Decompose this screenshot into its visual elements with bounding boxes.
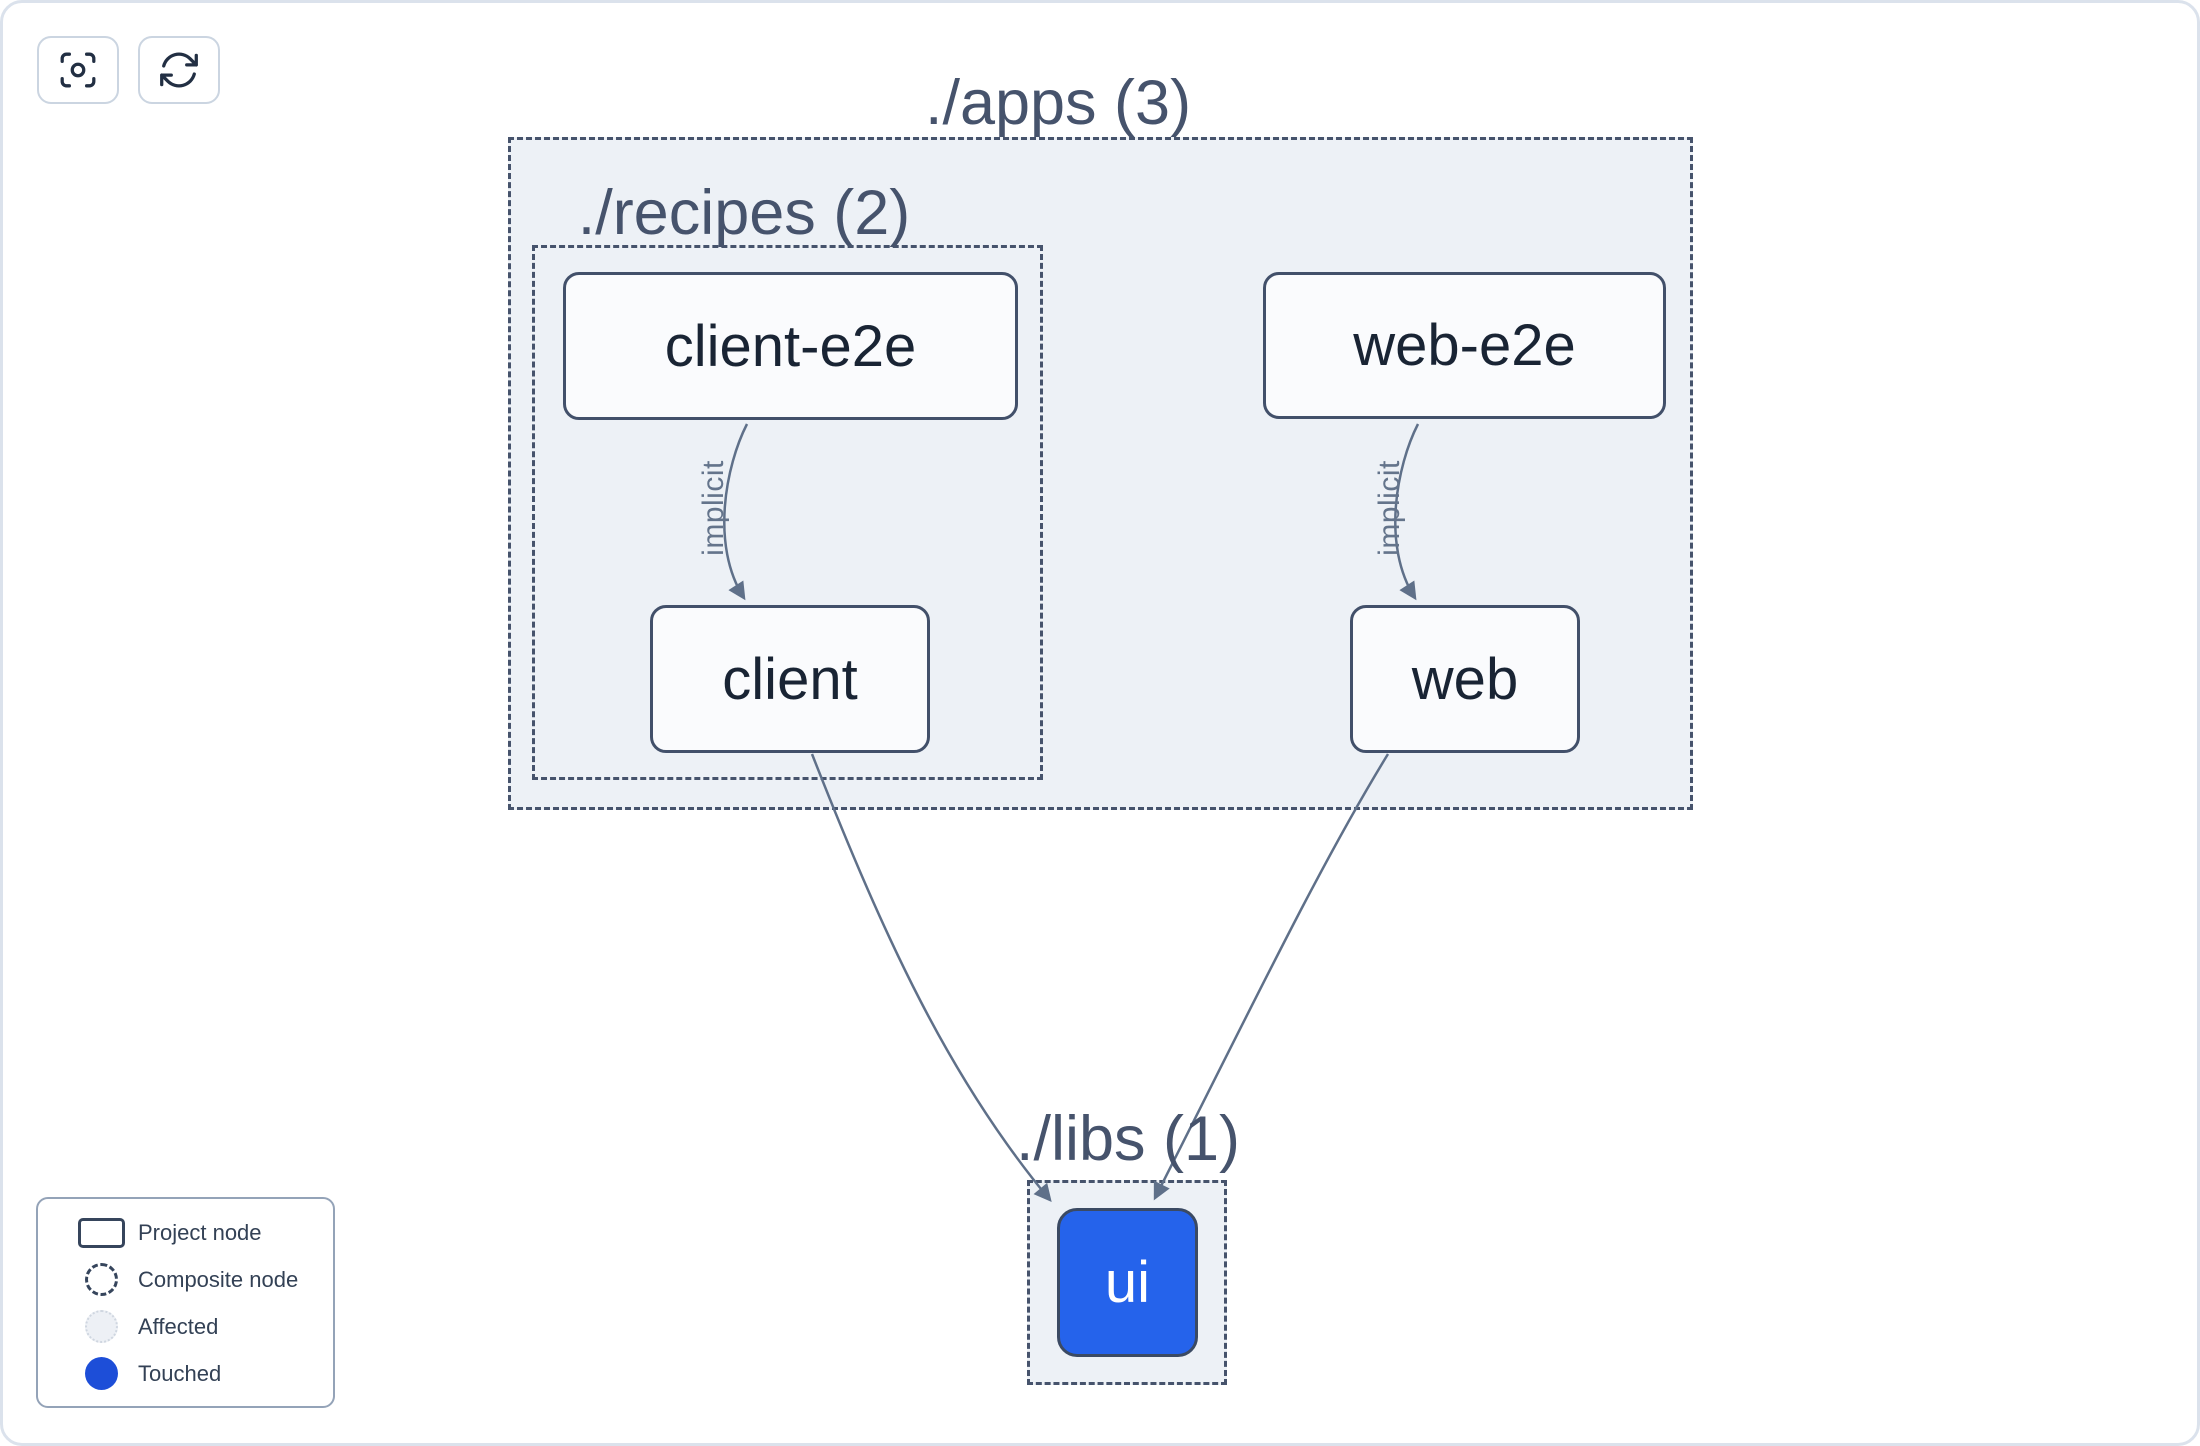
edge-client-e2e-to-client[interactable] [723,423,749,601]
edge-client-to-ui[interactable] [810,753,1052,1203]
affected-swatch-icon [84,1310,118,1343]
project-node-web-e2e[interactable]: web-e2e [1263,272,1666,419]
legend-row-affected: Affected [64,1303,333,1350]
legend-label-touched: Touched [138,1360,222,1386]
edge-label-implicit-web: implicit [1373,460,1406,556]
viewfinder-circle-icon [60,52,96,88]
touched-swatch-icon [84,1357,118,1390]
swatch-box [64,1263,138,1296]
arrow-path-icon [160,52,198,88]
edge-web-to-ui[interactable] [1153,753,1390,1201]
graph-legend: Project node Composite node Affected Tou… [36,1197,335,1408]
group-label-libs: ./libs (1) [1015,1104,1241,1174]
legend-row-touched: Touched [64,1350,333,1397]
refresh-graph-button[interactable] [138,36,220,104]
group-label-apps: ./apps (3) [924,68,1192,138]
project-node-ui-touched[interactable]: ui [1057,1208,1198,1357]
project-node-web[interactable]: web [1350,605,1580,753]
edge-label-implicit-client: implicit [697,460,730,556]
legend-label-affected: Affected [138,1313,219,1339]
group-label-recipes: ./recipes (2) [577,178,911,248]
legend-row-project-node: Project node [64,1209,333,1256]
composite-node-swatch-icon [84,1263,118,1296]
legend-label-composite-node: Composite node [138,1266,299,1292]
edge-web-e2e-to-web[interactable] [1394,423,1420,601]
legend-label-project-node: Project node [138,1219,262,1245]
project-node-swatch-icon [77,1217,125,1248]
swatch-box [64,1357,138,1390]
project-node-client[interactable]: client [650,605,930,753]
legend-row-composite-node: Composite node [64,1256,333,1303]
swatch-box [64,1310,138,1343]
swatch-box [64,1217,138,1248]
focus-view-button[interactable] [37,36,119,104]
project-node-client-e2e[interactable]: client-e2e [563,272,1018,420]
